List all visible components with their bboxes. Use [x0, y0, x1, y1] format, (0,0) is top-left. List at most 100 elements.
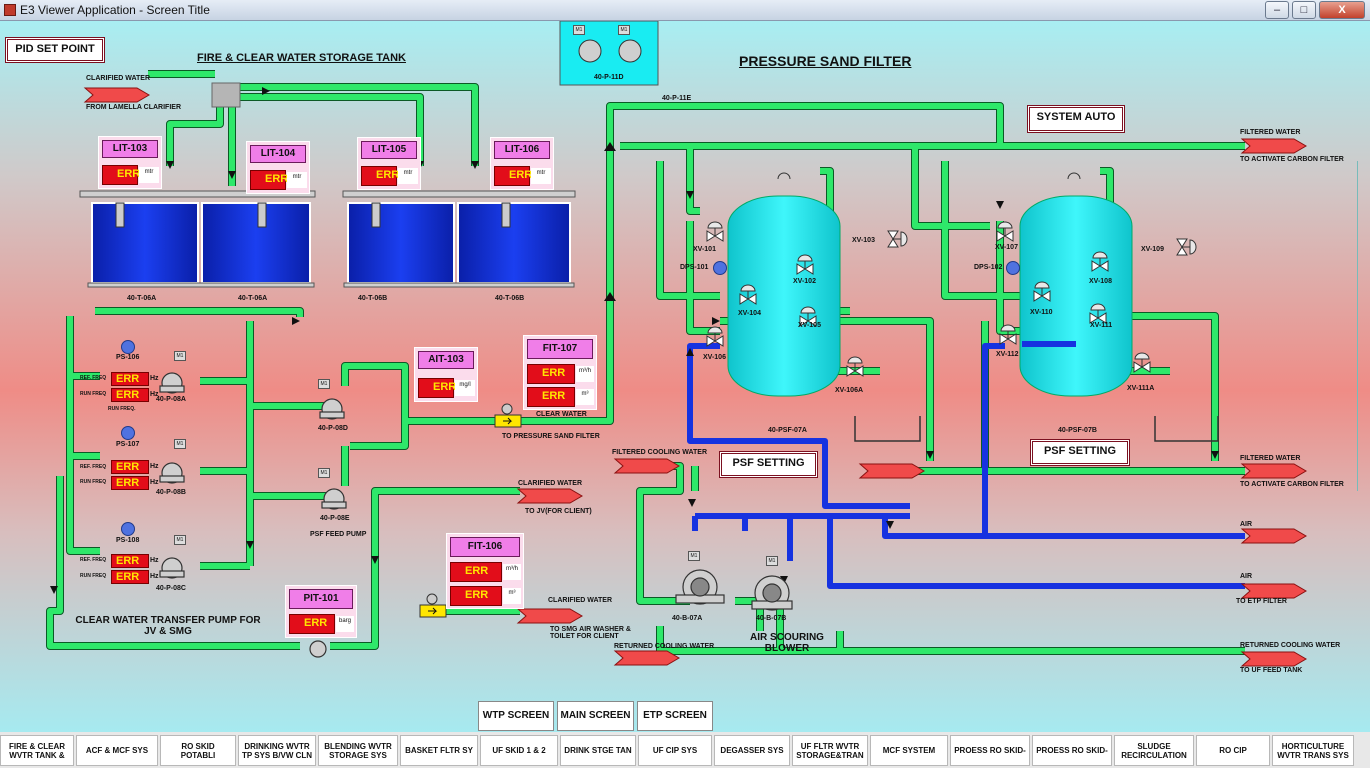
lit-104-panel[interactable]: LIT-104 ERR mtr	[246, 141, 310, 194]
to-jv-label: TO JV(FOR CLIENT)	[525, 508, 592, 515]
motor-icon: M1	[318, 379, 330, 389]
etp-screen-button[interactable]: ETP SCREEN	[637, 701, 713, 731]
b07a-label: 40-B-07A	[672, 615, 703, 622]
instrument-value-2: ERR	[450, 586, 502, 606]
psf-vessels	[727, 172, 1219, 442]
motor-icon: M1	[174, 439, 186, 449]
valve-label[interactable]: XV-106A	[835, 387, 864, 394]
returned-cooling-out-label: RETURNED COOLING WATER	[1240, 642, 1341, 649]
instrument-value: ERR	[527, 364, 575, 384]
valve-label[interactable]: XV-103	[852, 237, 875, 244]
valve-label[interactable]: XV-111A	[1127, 385, 1155, 392]
tank-section-header: FIRE & CLEAR WATER STORAGE TANK	[197, 52, 406, 64]
p08c-ref-freq: ERR	[111, 554, 149, 568]
to-uf-label: TO UF FEED TANK	[1240, 667, 1303, 674]
motor-icon: M1	[318, 468, 330, 478]
clarified-water-2-label: CLARIFIED WATER	[518, 480, 583, 487]
tab-acf-mcf[interactable]: ACF & MCF SYS	[76, 735, 158, 766]
hz-unit: Hz	[150, 573, 159, 580]
motor-icon: M1	[766, 556, 778, 566]
instrument-unit: mtr	[139, 167, 159, 183]
tab-sludge-recirculation[interactable]: SLUDGE RECIRCULATION	[1114, 735, 1194, 766]
valve-label[interactable]: XV-104	[738, 310, 761, 317]
tab-ro-skid-potable[interactable]: RO SKID POTABLI	[160, 735, 236, 766]
valve-label[interactable]: XV-110	[1030, 309, 1053, 316]
lit-103-panel[interactable]: LIT-103 ERR mtr	[98, 136, 162, 189]
close-button[interactable]: X	[1319, 1, 1365, 19]
tab-degasser[interactable]: DEGASSER SYS	[714, 735, 790, 766]
psf07b-label: 40-PSF-07B	[1058, 427, 1097, 434]
p08c-label: 40-P-08C	[156, 585, 186, 592]
tab-uf-filter-water[interactable]: UF FLTR WVTR STORAGE&TRAN	[792, 735, 868, 766]
main-screen-button[interactable]: MAIN SCREEN	[557, 701, 634, 731]
instrument-tag: LIT-106	[494, 141, 550, 159]
motor-icon: M1	[174, 535, 186, 545]
p08c-run-freq: ERR	[111, 570, 149, 584]
p08b-run-freq: ERR	[111, 476, 149, 490]
valve-label[interactable]: XV-106	[703, 354, 726, 361]
tab-horticulture[interactable]: HORTICULTURE WVTR TRANS SYS	[1272, 735, 1354, 766]
p11d-label: 40-P-11D	[594, 74, 624, 81]
instrument-unit: barg	[336, 616, 354, 632]
valve-label[interactable]: XV-101	[693, 246, 716, 253]
right-edge-strip	[1357, 161, 1370, 491]
p08b-ref-freq: ERR	[111, 460, 149, 474]
instrument-unit: m³/h	[576, 366, 594, 382]
fit-106-panel[interactable]: FIT-106 ERR m³/h ERR m³	[446, 533, 524, 609]
psf-setting-button-2[interactable]: PSF SETTING	[1030, 439, 1130, 466]
tab-ro-cip[interactable]: RO CIP	[1196, 735, 1270, 766]
instrument-tag: FIT-106	[450, 537, 520, 557]
tank-t06b-label-2: 40-T-06B	[495, 295, 525, 302]
ait-103-panel[interactable]: AIT-103 ERR mg/l	[414, 347, 478, 402]
ps-106-label: PS-106	[116, 354, 140, 361]
pumps	[159, 372, 793, 658]
to-smg-label: TO SMG AIR WASHER & TOILET FOR CLIENT	[550, 626, 631, 640]
tab-uf-skid[interactable]: UF SKID 1 & 2	[480, 735, 558, 766]
valve-label[interactable]: XV-108	[1089, 278, 1112, 285]
tank-t06b-label-1: 40-T-06B	[358, 295, 388, 302]
p08a-label: 40-P-08A	[156, 396, 186, 403]
tab-drink-storage[interactable]: DRINK STGE TAN	[560, 735, 636, 766]
instrument-tag: LIT-104	[250, 145, 306, 163]
tab-drinking-water[interactable]: DRINKING WVTR TP SYS B/VW CLN	[238, 735, 316, 766]
tab-process-ro-1[interactable]: PROESS RO SKID-	[950, 735, 1030, 766]
instrument-value: ERR	[250, 170, 288, 190]
to-carbon-2-label: TO ACTIVATE CARBON FILTER	[1240, 481, 1344, 488]
fit-107-panel[interactable]: FIT-107 ERR m³/h ERR m³	[523, 335, 597, 410]
p08b-label: 40-P-08B	[156, 489, 186, 496]
valve-label[interactable]: XV-107	[995, 244, 1018, 251]
valve-label[interactable]: XV-109	[1141, 246, 1164, 253]
pid-set-point-button[interactable]: PID SET POINT	[5, 37, 105, 63]
tab-blending-water[interactable]: BLENDING WVTR STORAGE SYS	[318, 735, 398, 766]
hz-unit: Hz	[150, 391, 159, 398]
tab-uf-cip[interactable]: UF CIP SYS	[638, 735, 712, 766]
tab-process-ro-2[interactable]: PROESS RO SKID-	[1032, 735, 1112, 766]
minimize-button[interactable]: –	[1265, 1, 1289, 19]
tab-fire-clear-water[interactable]: FIRE & CLEAR WVTR TANK &	[0, 735, 74, 766]
psf-section-header: PRESSURE SAND FILTER	[739, 53, 912, 69]
valve-label[interactable]: XV-102	[793, 278, 816, 285]
maximize-button[interactable]: □	[1292, 1, 1316, 19]
instrument-unit: mtr	[287, 172, 307, 188]
instrument-value: ERR	[289, 614, 335, 634]
instrument-value: ERR	[450, 562, 502, 582]
instrument-value: ERR	[418, 378, 456, 398]
dps101-label: DPS-101	[680, 264, 709, 271]
tab-basket-filter[interactable]: BASKET FLTR SY	[400, 735, 478, 766]
hz-unit: Hz	[150, 557, 159, 564]
valve-label[interactable]: XV-112	[996, 351, 1019, 358]
pit-101-panel[interactable]: PIT-101 ERR barg	[285, 585, 357, 638]
valve-label[interactable]: XV-111	[1090, 322, 1113, 329]
filtered-water-1-label: FILTERED WATER	[1240, 129, 1301, 136]
lit-105-panel[interactable]: LIT-105 ERR mtr	[357, 137, 421, 190]
p08a-ref-freq: ERR	[111, 372, 149, 386]
psf-setting-button-1[interactable]: PSF SETTING	[719, 451, 818, 478]
valve-label[interactable]: XV-105	[798, 322, 821, 329]
pressure-switch-indicator	[121, 522, 135, 536]
blower-section-header: AIR SCOURING BLOWER	[750, 632, 824, 654]
lit-106-panel[interactable]: LIT-106 ERR mtr	[490, 137, 554, 190]
ref-freq-label: REF. FREQ	[80, 464, 107, 470]
system-auto-button[interactable]: SYSTEM AUTO	[1027, 105, 1125, 133]
wtp-screen-button[interactable]: WTP SCREEN	[478, 701, 554, 731]
tab-mcf-system[interactable]: MCF SYSTEM	[870, 735, 948, 766]
